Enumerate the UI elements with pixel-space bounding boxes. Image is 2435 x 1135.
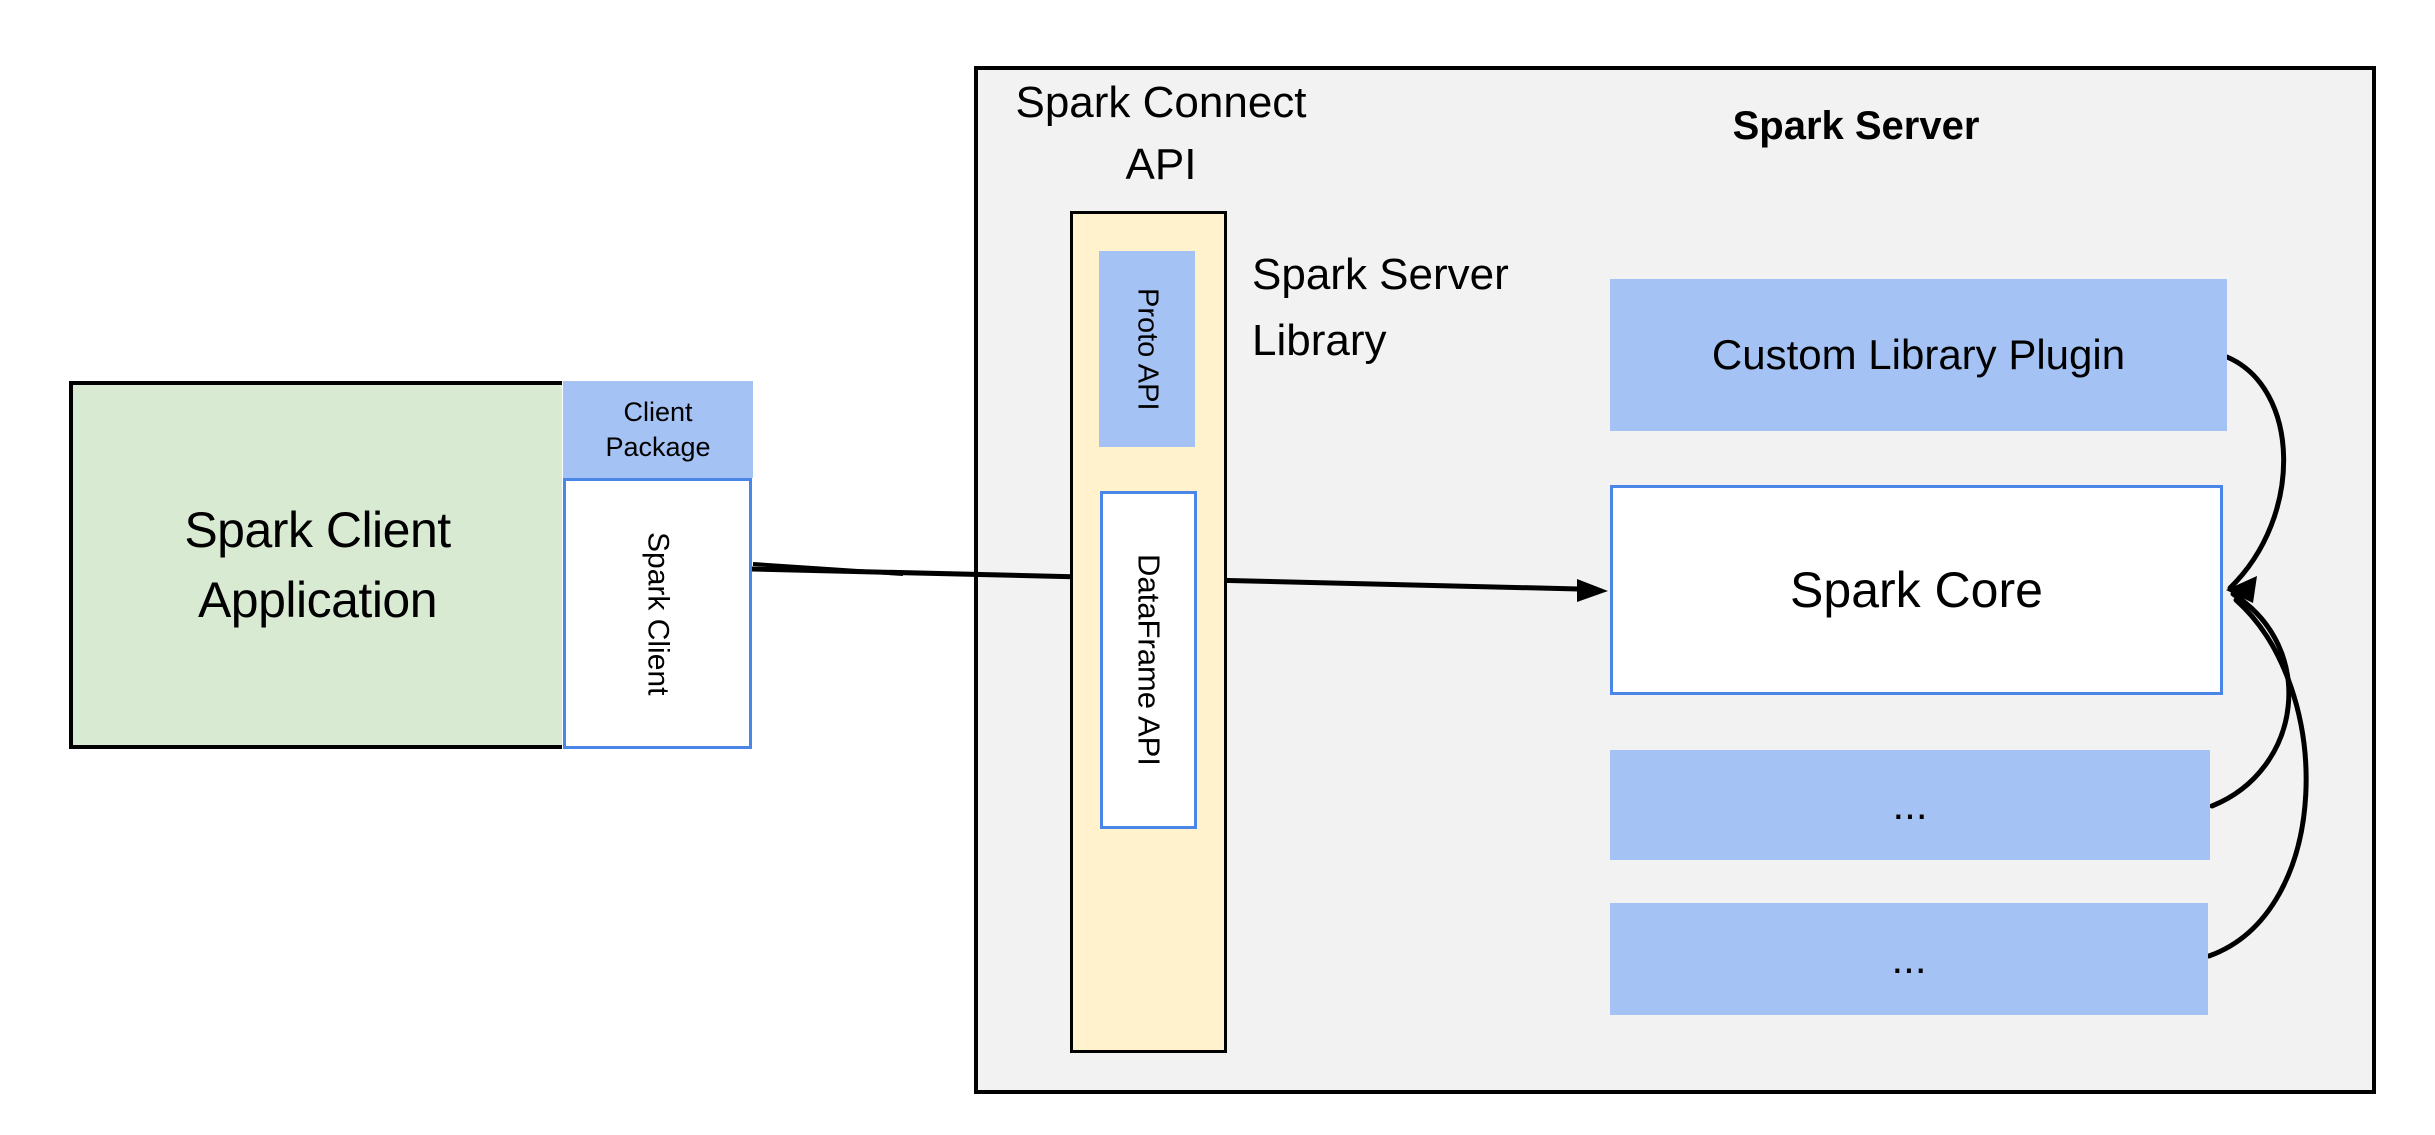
spark-server-library-line2: Library [1252,316,1387,365]
spark-client-application-line2: Application [197,572,438,628]
client-package-box: Client Package [563,381,753,478]
spark-connect-api-line2: API [1125,140,1197,189]
client-package-line1: Client [623,396,693,427]
custom-library-plugin-box: Custom Library Plugin [1610,279,2227,431]
dataframe-api-label: DataFrame API [1131,554,1167,766]
spark-client-application-label: Spark Client Application [184,495,451,635]
spark-client-box: Spark Client [563,478,752,749]
client-package-line2: Package [605,431,711,462]
spark-server-title: Spark Server [1732,104,1980,148]
spark-connect-api-line1: Spark Connect [1015,78,1307,127]
plugin-slot-2-box: ... [1610,903,2208,1015]
spark-core-box: Spark Core [1610,485,2223,695]
plugin-slot-2-ellipsis: ... [1891,935,1927,982]
proto-api-label: Proto API [1131,287,1164,411]
spark-client-label: Spark Client [641,531,675,696]
arrow-client-stub [752,562,904,576]
custom-library-plugin-label: Custom Library Plugin [1711,331,2126,378]
spark-core-label: Spark Core [1790,562,2043,618]
spark-client-application-line1: Spark Client [184,502,451,558]
plugin-slot-1-box: ... [1610,750,2210,860]
proto-api-box: Proto API [1099,251,1195,447]
spark-server-library-label: Spark Server Library [1252,242,1612,374]
spark-server-library-line1: Spark Server [1252,250,1509,299]
dataframe-api-box: DataFrame API [1100,491,1197,829]
spark-client-application-box: Spark Client Application [69,381,562,749]
plugin-slot-1-ellipsis: ... [1892,781,1928,828]
spark-connect-api-label: Spark Connect API [975,72,1347,196]
